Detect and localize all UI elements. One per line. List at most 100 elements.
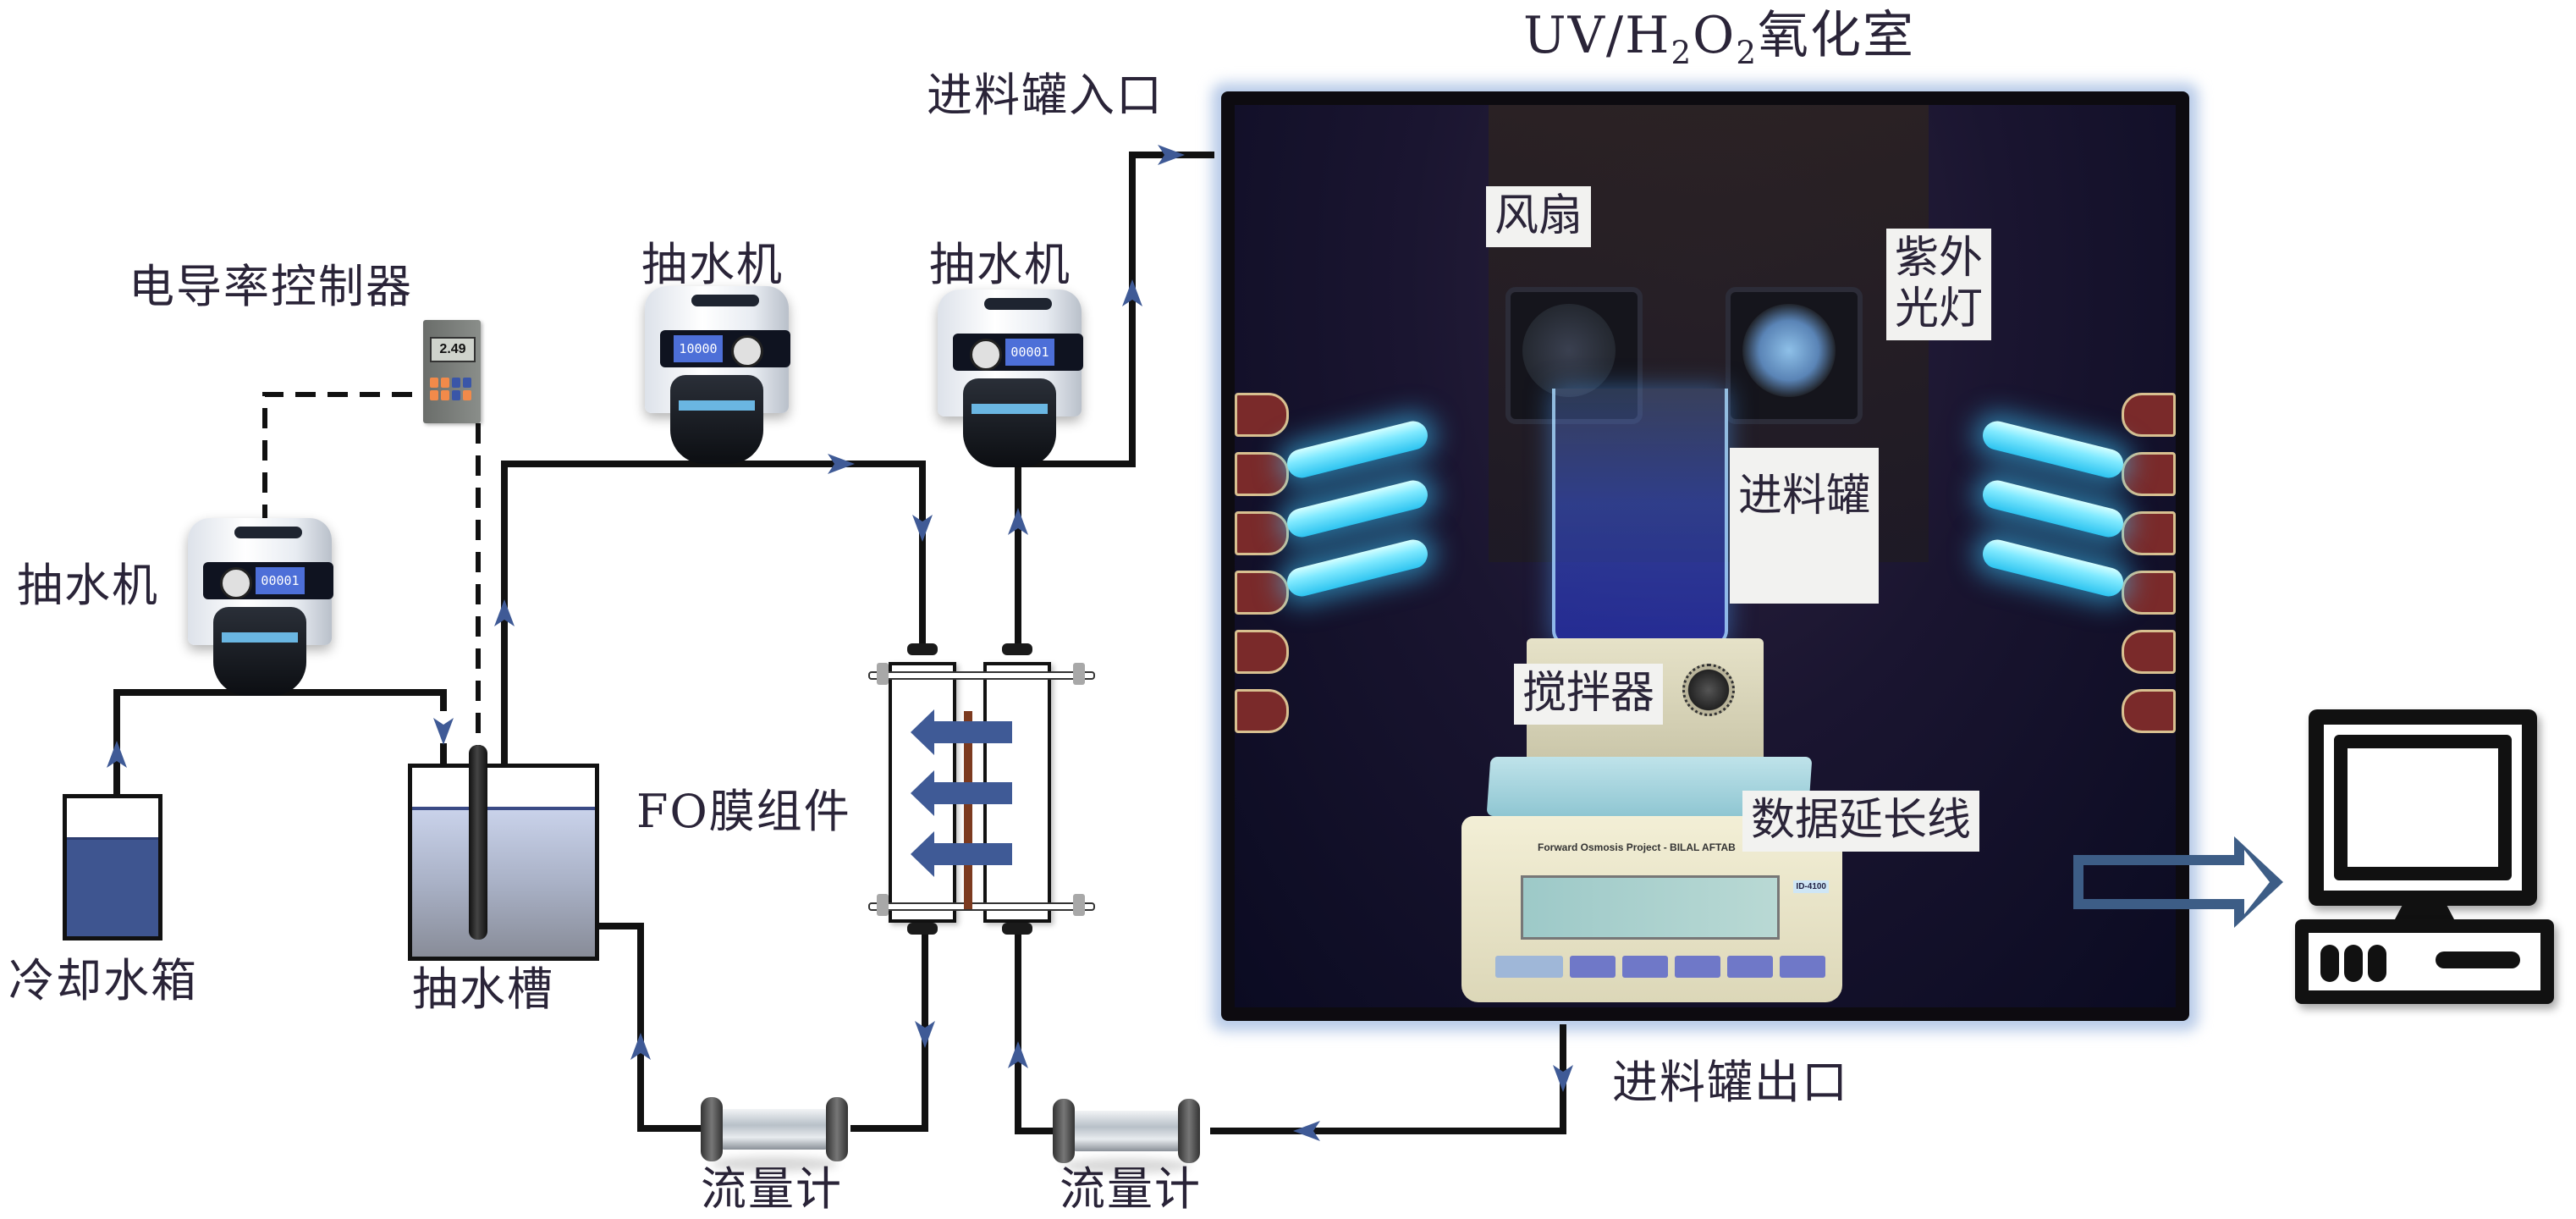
pump-right: 00001 xyxy=(929,290,1090,467)
fan-right xyxy=(1726,287,1863,424)
conductivity-controller: 2.49 xyxy=(423,320,481,423)
lamp-bracket xyxy=(1235,689,1289,733)
balance-display xyxy=(1521,875,1780,940)
label-stirrer: 搅拌器 xyxy=(1514,664,1664,725)
uv-lamp-bank-left xyxy=(1235,359,1431,799)
feed-tank-beaker xyxy=(1552,389,1728,646)
control-line-pump xyxy=(262,392,423,525)
pump-display: 10000 xyxy=(674,335,723,362)
pump-display: 00001 xyxy=(1005,339,1054,366)
lamp-bracket xyxy=(1235,393,1289,437)
pump-control-panel: 00001 xyxy=(953,334,1083,371)
pipe-cooling-to-draw xyxy=(113,689,447,880)
pump-head-label xyxy=(679,400,755,411)
controller-key[interactable] xyxy=(430,390,438,400)
balance-model: ID-4100 xyxy=(1793,880,1829,893)
computer-drive xyxy=(2436,951,2520,968)
fo-tie-rod xyxy=(868,671,1095,680)
uv-lamp-tube xyxy=(1284,477,1431,541)
lamp-bracket xyxy=(2122,511,2176,555)
balance-key[interactable] xyxy=(1622,956,1668,978)
draw-solution xyxy=(412,806,595,957)
lamp-bracket xyxy=(1235,630,1289,674)
balance-key[interactable] xyxy=(1780,956,1825,978)
fo-bolt xyxy=(1073,894,1085,916)
title-prefix: UV/H xyxy=(1523,6,1671,65)
pump-dpad[interactable] xyxy=(220,567,252,599)
controller-key[interactable] xyxy=(463,390,471,400)
flowmeter-right xyxy=(1046,1099,1207,1173)
label-feed-tank-inlet: 进料罐入口 xyxy=(927,69,1164,122)
title-suffix: 氧化室 xyxy=(1757,6,1915,65)
label-flowmeter-left: 流量计 xyxy=(701,1162,843,1216)
lamp-bracket xyxy=(2122,452,2176,496)
pump-display: 00001 xyxy=(256,567,305,594)
computer-monitor-icon xyxy=(2309,709,2537,906)
pump-control-panel: 10000 xyxy=(660,330,790,367)
fo-port xyxy=(907,643,938,655)
flowmeter-cap xyxy=(701,1097,723,1161)
flow-arrow-up xyxy=(107,741,127,768)
title-sub1: 2 xyxy=(1671,34,1693,72)
pump-dpad[interactable] xyxy=(731,335,763,367)
lamp-bracket xyxy=(2122,571,2176,615)
balance-key[interactable] xyxy=(1570,956,1616,978)
pump-handle xyxy=(234,527,302,538)
tank-rim xyxy=(408,764,599,768)
computer-slot xyxy=(2368,945,2386,982)
computer-screen xyxy=(2334,735,2512,880)
flowmeter-cap xyxy=(1053,1099,1075,1163)
pump-middle: 10000 xyxy=(636,286,797,464)
flow-arrow-down xyxy=(912,515,933,542)
fo-port xyxy=(1002,643,1032,655)
fo-port xyxy=(1002,923,1032,935)
stirrer-knob[interactable] xyxy=(1682,664,1735,716)
draw-tank xyxy=(408,764,599,961)
chamber-title: UV/H2O2氧化室 xyxy=(1523,10,1915,69)
uv-lamp-tube xyxy=(1979,477,2127,541)
flowmeter-cap xyxy=(1178,1099,1200,1163)
pump-control-panel: 00001 xyxy=(203,562,333,599)
flowmeter-shadow xyxy=(1063,1158,1190,1173)
flow-arrow-up xyxy=(630,1033,651,1060)
computer-case-icon xyxy=(2295,919,2554,1004)
label-pump-left: 抽水机 xyxy=(17,559,159,612)
label-fo-module: FO膜组件 xyxy=(636,785,851,838)
pump-handle xyxy=(691,295,759,306)
balance-tag: Forward Osmosis Project - BILAL AFTAB xyxy=(1538,841,1736,853)
balance-keypad xyxy=(1495,956,1825,978)
flowmeter-left xyxy=(694,1097,855,1172)
tank-rim xyxy=(63,794,162,798)
flow-arrow-right xyxy=(1158,145,1185,165)
balance-key[interactable] xyxy=(1675,956,1720,978)
flowmeter-cap xyxy=(826,1097,848,1161)
pump-left: 00001 xyxy=(179,518,340,696)
label-pump-right: 抽水机 xyxy=(929,238,1071,291)
fo-port xyxy=(907,923,938,935)
pump-head xyxy=(213,607,306,696)
pipe-outlet-to-flowmeter xyxy=(1210,1024,1566,1134)
balance-key[interactable] xyxy=(1727,956,1773,978)
controller-key[interactable] xyxy=(441,378,449,388)
controller-key[interactable] xyxy=(452,390,460,400)
lamp-bracket xyxy=(1235,452,1289,496)
lamp-bracket xyxy=(2122,393,2176,437)
label-data-cable: 数据延长线 xyxy=(1742,791,1980,852)
controller-keypad xyxy=(430,378,474,400)
balance-key[interactable] xyxy=(1495,956,1563,978)
flowmeter-tube xyxy=(719,1109,829,1150)
controller-key[interactable] xyxy=(441,390,449,400)
pump-handle xyxy=(984,298,1052,310)
controller-key[interactable] xyxy=(452,378,460,388)
label-fan: 风扇 xyxy=(1486,186,1592,247)
lamp-bracket xyxy=(1235,511,1289,555)
uv-lamp-bank-right xyxy=(1979,359,2176,799)
controller-key[interactable] xyxy=(430,378,438,388)
computer-slot xyxy=(2320,945,2339,982)
flow-arrow-down xyxy=(915,1021,935,1048)
chamber-interior: Forward Osmosis Project - BILAL AFTAB ID… xyxy=(1235,105,2176,1007)
label-pump-middle: 抽水机 xyxy=(641,238,784,291)
computer-slot xyxy=(2344,945,2363,982)
controller-key[interactable] xyxy=(463,378,471,388)
pump-dpad[interactable] xyxy=(970,339,1002,371)
